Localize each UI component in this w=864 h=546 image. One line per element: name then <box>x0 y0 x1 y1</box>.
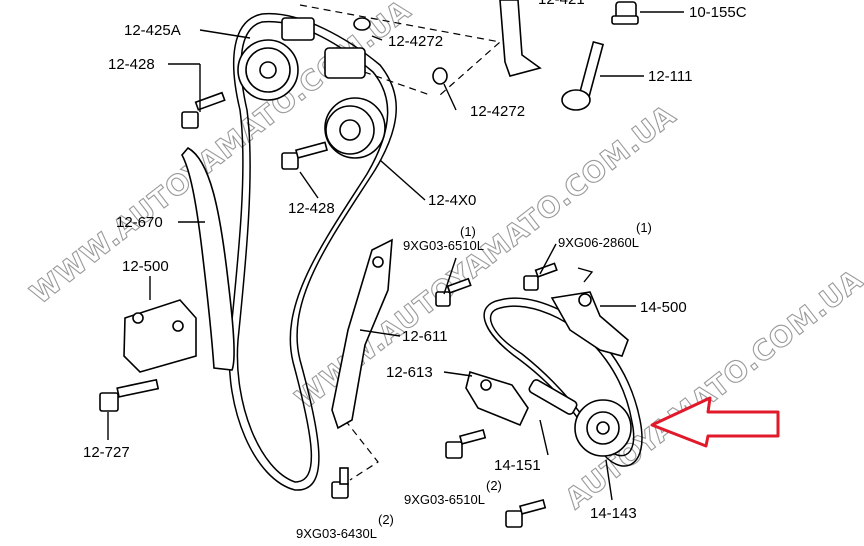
bolt-9XG03-6430L <box>331 467 349 499</box>
bolt-9XG06-2860L <box>523 262 594 291</box>
bolt-9XG03-6510L-bottom <box>445 428 487 459</box>
label-12-428-top: 12-428 <box>108 56 155 73</box>
label-12-611: 12-611 <box>402 328 448 345</box>
washer-12-4272 <box>353 17 448 85</box>
vvt-actuator <box>324 47 386 159</box>
camshaft-sprocket-intake <box>237 17 315 101</box>
label-12-500: 12-500 <box>122 258 169 275</box>
chain-14-151 <box>528 379 578 415</box>
watermark-bottom: AUTOYAMATO.COM.UA <box>559 263 864 516</box>
label-14-500: 14-500 <box>640 299 687 316</box>
label-12-4272-a: 12-4272 <box>388 33 443 50</box>
label-12-727: 12-727 <box>83 444 130 461</box>
label-9XG03-6510L-top: 9XG03-6510L <box>403 238 484 253</box>
timing-chain <box>228 12 397 491</box>
part-labels: 12-425A 12-428 12-4272 12-4272 12-4X0 12… <box>83 0 747 541</box>
label-14-151: 14-151 <box>494 457 541 474</box>
bolt-12-727 <box>99 378 160 412</box>
label-12-4X0: 12-4X0 <box>428 192 476 209</box>
note-top-right: (1) <box>636 220 652 235</box>
label-9XG06-2860L: 9XG06-2860L <box>558 235 639 250</box>
label-12-425A: 12-425A <box>124 22 181 39</box>
note-top-left: (1) <box>460 224 476 239</box>
label-12-111: 12-111 <box>648 68 692 85</box>
bolt-lower-right <box>505 498 547 528</box>
bolt-9XG03-6510L-top <box>435 277 472 307</box>
sprocket-14-143 <box>574 399 632 457</box>
plug-10-155C <box>611 1 639 25</box>
tensioner-12-500 <box>123 299 197 373</box>
valve-12-421 <box>499 0 542 77</box>
label-10-155C: 10-155C <box>689 4 747 21</box>
chain-guide-12-670 <box>181 146 235 371</box>
bolt-12-428-mid <box>281 141 328 170</box>
note-bottom-mid: (2) <box>378 512 394 527</box>
oil-pump-chain-guide-14-500 <box>550 291 629 357</box>
label-12-4272-b: 12-4272 <box>470 103 525 120</box>
label-12-613: 12-613 <box>386 364 433 381</box>
note-bottom-left: (2) <box>486 478 502 493</box>
label-12-421: 12-421 <box>538 0 585 8</box>
label-14-143: 14-143 <box>590 505 637 522</box>
label-9XG03-6430L: 9XG03-6430L <box>296 526 377 541</box>
label-9XG03-6510L-bottom: 9XG03-6510L <box>404 492 485 507</box>
label-12-428-mid: 12-428 <box>288 200 335 217</box>
highlight-arrow <box>650 396 780 448</box>
valve-12-111 <box>561 40 605 111</box>
label-12-670: 12-670 <box>116 214 163 231</box>
bolt-12-428-top <box>181 91 226 129</box>
tensioner-12-613 <box>465 370 529 427</box>
leader-lines <box>107 11 684 501</box>
chain-guide-12-611 <box>331 238 393 430</box>
